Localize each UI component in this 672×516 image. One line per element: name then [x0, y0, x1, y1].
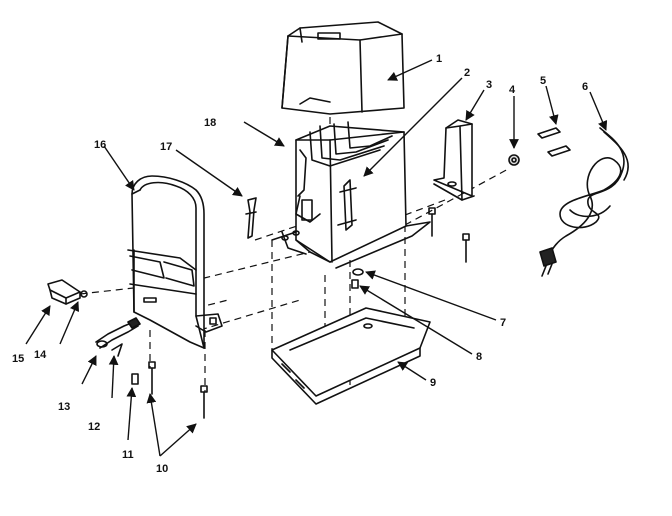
pin	[245, 197, 257, 239]
link-bracket	[111, 343, 123, 357]
base-plate	[271, 307, 431, 405]
callout-11: 11	[122, 449, 134, 461]
lever-arm	[95, 317, 141, 349]
bracket-screw-left	[428, 207, 436, 237]
bracket-screw-right	[462, 233, 470, 263]
clip	[80, 290, 88, 298]
callout-5: 5	[540, 75, 546, 87]
callout-15: 15	[12, 353, 24, 365]
callout-9: 9	[430, 377, 436, 389]
callout-3: 3	[486, 79, 492, 91]
carriage-lever	[337, 179, 357, 231]
washer	[352, 268, 364, 276]
callout-6: 6	[582, 81, 588, 93]
callout-8: 8	[476, 351, 482, 363]
leader-lines	[25, 59, 608, 457]
callout-14: 14	[34, 349, 47, 361]
callout-17: 17	[160, 141, 172, 153]
callout-16: 16	[94, 139, 106, 151]
callout-labels: 1 2 3 4 5 6 7 8 9 10 11 12 13 14 15 16 1…	[12, 53, 588, 475]
callout-2: 2	[464, 67, 470, 79]
nut	[508, 154, 520, 166]
callout-13: 13	[58, 401, 70, 413]
top-cover	[281, 21, 405, 115]
power-cord	[539, 127, 629, 277]
callout-7: 7	[500, 317, 506, 329]
callout-4: 4	[509, 84, 516, 96]
end-panel	[127, 175, 223, 349]
wire-connectors	[537, 127, 571, 157]
callout-12: 12	[88, 421, 100, 433]
callout-18: 18	[204, 117, 216, 129]
callout-10: 10	[156, 463, 168, 475]
end-bracket	[433, 119, 475, 201]
spring	[131, 373, 139, 385]
control-knob	[47, 279, 81, 305]
spacer	[351, 279, 359, 289]
callout-1: 1	[436, 53, 442, 65]
screw-left	[148, 361, 156, 395]
screw-right	[200, 385, 208, 419]
